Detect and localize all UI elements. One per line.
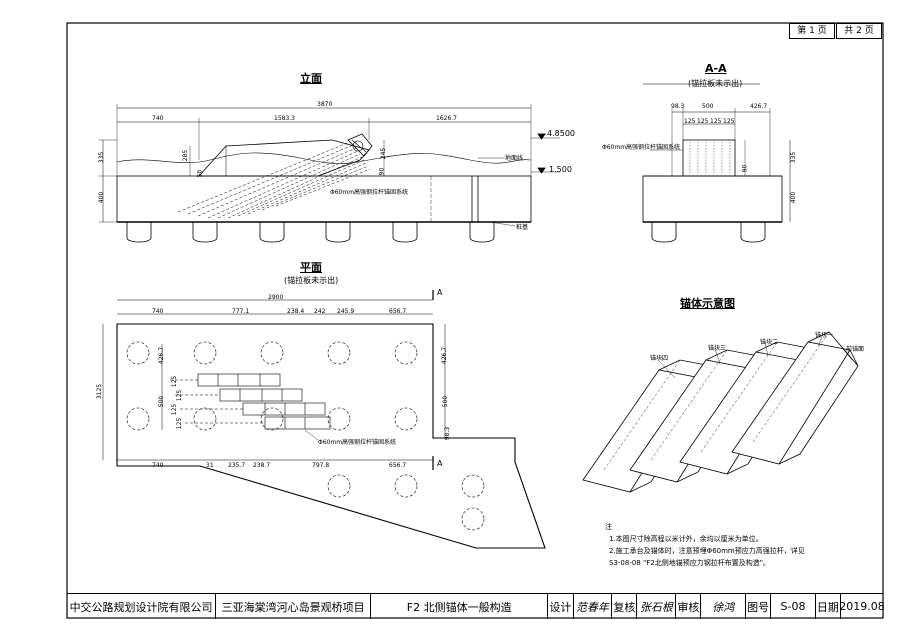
aa-dim-right-bottom: 400 (790, 191, 798, 204)
review-signature: 张石根 (637, 594, 677, 619)
drawing-no-label: 图号 (746, 594, 772, 619)
plan-section-mark-top: A (437, 288, 443, 297)
date-value: 2019.08 (839, 600, 885, 613)
plan-dim-e: 245.9 (337, 308, 355, 315)
elev-dim-50: 50 (196, 169, 204, 178)
anchor-label-block2: 锚块二 (760, 339, 779, 346)
notes-block: 注 1.本图尺寸除高程以米计外，余均以厘米为单位。 2.施工承台及锚体时，注意预… (605, 521, 805, 569)
plan-dim-a: 740 (152, 308, 164, 315)
design-signature: 范春年 (574, 594, 613, 619)
plan-dim-d: 242 (314, 308, 326, 315)
drawing-frame (66, 22, 884, 619)
plan-view (102, 290, 546, 549)
anchor-label-block4: 锚块四 (650, 355, 669, 362)
plan-dim-left-mid: 500 (158, 395, 166, 408)
plan-dim-left-small-3: 125 (171, 403, 179, 416)
approve-label: 审核 (676, 594, 702, 619)
elev-dim-left: 740 (152, 115, 164, 122)
plan-title: 平面 (300, 261, 322, 274)
page-total-label: 共 2 页 (836, 23, 882, 39)
plan-dim-overall: 2900 (268, 294, 284, 301)
plan-dim-c: 238.4 (287, 308, 305, 315)
elev-level-top: 4.8500 (547, 129, 575, 138)
aa-tendon-label: Φ60mm高强钢拉杆锚固系统 (602, 144, 681, 151)
anchor-schematic-view (582, 331, 859, 493)
drawing-name: F2 北侧锚体一般构造 (371, 594, 549, 619)
aa-dim-sub-3: 125 (710, 118, 722, 125)
plan-dim-left-top: 426.7 (158, 346, 166, 365)
elev-dim-right: 1626.7 (436, 115, 457, 122)
aa-dim-sub-4: 125 (723, 118, 735, 125)
elev-ground-line-label: 地面线 (505, 155, 524, 162)
section-aa-title: A-A (705, 62, 727, 75)
plan-dim-b: 777.1 (232, 308, 250, 315)
plan-dim-right-mid: 500 (442, 395, 450, 408)
page-current-label: 第 1 页 (789, 23, 835, 39)
plan-dim-right-low: 98.3 (444, 426, 452, 441)
plan-dim-left-small-1: 125 (171, 375, 179, 388)
notes-heading: 注 (605, 523, 612, 531)
aa-dim-sub-2: 125 (697, 118, 709, 125)
plan-dim-bottom-b: 31 (206, 462, 214, 469)
notes-line-1: 1.本图尺寸除高程以米计外，余均以厘米为单位。 (609, 535, 763, 543)
section-aa-subtitle: (锚拉板未示出) (688, 79, 743, 88)
company-name: 中交公路规划设计院有限公司 (67, 594, 217, 619)
aa-dim-sub-1: 125 (684, 118, 696, 125)
notes-line-2: 2.施工承台及锚体时，注意预埋Φ60mm预应力高强拉杆，详见 (609, 547, 805, 555)
plan-tendon-label: Φ60mm高强钢拉杆锚固系统 (318, 439, 397, 446)
plan-dim-bottom-d: 238.7 (253, 462, 271, 469)
plan-dim-f: 656.7 (389, 308, 407, 315)
elevation-title: 立面 (300, 72, 322, 85)
anchor-label-front-face: 前锚面 (846, 346, 865, 353)
project-name: 三亚海棠湾河心岛景观桥项目 (216, 594, 372, 619)
aa-dim-right-top: 335 (790, 151, 798, 164)
design-label: 设计 (548, 594, 574, 619)
plan-dim-left-small-2: 125 (176, 389, 184, 402)
notes-line-3: S3-08-08 "F2北侧地锚预应力钢拉杆布置及构造"。 (609, 559, 770, 567)
elev-dim-left-bottom: 400 (98, 191, 106, 204)
aa-dim-left: 98.3 (671, 103, 685, 110)
plan-dim-left-small-4: 125 (176, 417, 184, 430)
date-label: 日期 (816, 594, 842, 619)
plan-dim-right-top: 426.7 (441, 346, 449, 365)
plan-dim-bottom-f: 656.7 (389, 462, 407, 469)
plan-section-mark-bottom: A (437, 459, 443, 468)
elev-dim-90: 90 (378, 167, 386, 176)
elev-level-mid: 1.500 (549, 165, 572, 174)
elev-dim-285: 285 (182, 149, 190, 162)
aa-dim-right: 426.7 (750, 103, 768, 110)
drawing-no-value: S-08 (771, 594, 816, 619)
elev-dim-overall: 3870 (317, 101, 333, 108)
aa-dim-90: 90 (741, 164, 749, 173)
aa-dim-middle: 500 (702, 103, 714, 110)
review-label: 复核 (612, 594, 638, 619)
plan-subtitle: (锚拉板未示出) (284, 276, 339, 285)
section-aa-view (642, 83, 791, 243)
approve-signature: 徐鸿 (701, 594, 747, 619)
elevation-view (99, 104, 560, 243)
elev-dim-left-top: 335 (98, 151, 106, 164)
anchor-label-block1: 锚块一 (815, 332, 834, 339)
anchor-schematic-title: 锚体示意图 (680, 297, 735, 310)
plan-dim-bottom-c: 235.7 (228, 462, 246, 469)
plan-dim-left-overall: 3125 (96, 383, 104, 400)
plan-dim-bottom-a: 740 (152, 462, 164, 469)
title-block: 中交公路规划设计院有限公司 三亚海棠湾河心岛景观桥项目 F2 北侧锚体一般构造 … (67, 593, 885, 619)
elev-tendon-label: Φ60mm高强钢拉杆锚固系统 (330, 189, 409, 196)
plan-dim-bottom-e: 797.8 (312, 462, 330, 469)
elev-dim-245: 245 (380, 147, 388, 160)
elev-pile-label: 桩基 (516, 224, 529, 231)
anchor-label-block3: 锚块三 (708, 345, 727, 352)
elev-dim-middle: 1583.3 (274, 115, 295, 122)
